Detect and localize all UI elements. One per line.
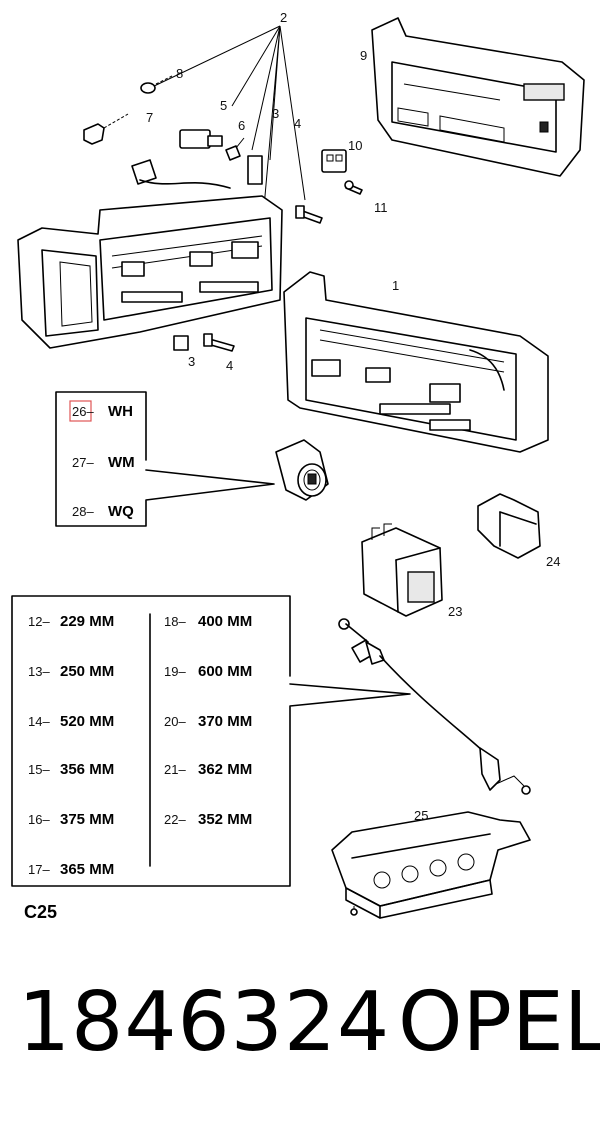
length-num: 17–	[28, 862, 50, 877]
length-value: 375 MM	[60, 811, 114, 828]
callout-3-top: 3	[272, 106, 279, 121]
callout-9: 9	[360, 48, 367, 63]
callout-1: 1	[392, 278, 399, 293]
connector-code: WH	[108, 403, 133, 420]
callout-11: 11	[374, 200, 388, 215]
callout-7: 7	[146, 110, 153, 125]
part-23-switch	[361, 523, 443, 617]
part-5-switch	[179, 129, 223, 149]
length-value: 520 MM	[60, 713, 114, 730]
heater-control-assembly-left	[17, 159, 283, 349]
length-value: 365 MM	[60, 861, 114, 878]
length-num: 20–	[164, 714, 186, 729]
part-4-screw-top	[295, 205, 323, 224]
highlight-box	[69, 400, 92, 422]
length-num: 15–	[28, 762, 50, 777]
part-7-clip	[83, 113, 129, 145]
callout-2: 2	[280, 10, 287, 25]
part-10-connector	[321, 149, 347, 173]
length-num: 18–	[164, 614, 186, 629]
length-value: 362 MM	[198, 761, 252, 778]
callout-5: 5	[220, 98, 227, 113]
cable-length-box	[11, 595, 411, 887]
part-25-blower-switch	[331, 811, 531, 919]
part-24-knob	[477, 493, 541, 559]
length-value: 229 MM	[60, 613, 114, 630]
part-11-screw	[344, 180, 363, 195]
length-num: 16–	[28, 812, 50, 827]
connector-num: 28–	[72, 504, 94, 519]
callout-8: 8	[176, 66, 183, 81]
connector-num: 26–	[72, 404, 94, 419]
callout-23: 23	[448, 604, 462, 619]
callout-4-top: 4	[294, 116, 301, 131]
connector-code-list: 26– WH 27– WM 28– WQ	[72, 403, 135, 520]
callout-2-leaders	[149, 25, 306, 231]
length-value: 370 MM	[198, 713, 252, 730]
part-8-cap	[140, 75, 173, 94]
connector-code: WQ	[108, 503, 134, 520]
length-value: 400 MM	[198, 613, 252, 630]
length-num: 19–	[164, 664, 186, 679]
callout-10: 10	[348, 138, 362, 153]
part-9-bezel	[371, 17, 585, 177]
part-number: 1846324	[18, 975, 391, 1070]
connector-num: 27–	[72, 455, 94, 470]
length-value: 352 MM	[198, 811, 252, 828]
length-value: 250 MM	[60, 663, 114, 680]
diagram-label: C25	[24, 902, 57, 922]
part-3-clip-bottom	[173, 335, 189, 351]
part-3-clip-top	[247, 155, 263, 185]
length-value: 356 MM	[60, 761, 114, 778]
callout-3-bottom: 3	[188, 354, 195, 369]
part-6-bulb	[225, 137, 245, 161]
control-cable	[338, 618, 531, 795]
connector-code-box	[55, 391, 275, 527]
callout-4-bottom: 4	[226, 358, 233, 373]
cable-length-list-right: 18– 400 MM 19– 600 MM 20– 370 MM 21– 362…	[164, 613, 252, 828]
length-num: 14–	[28, 714, 50, 729]
brand-name: OPEL	[398, 975, 600, 1070]
length-num: 21–	[164, 762, 186, 777]
connector-code: WM	[108, 454, 135, 471]
callout-6: 6	[238, 118, 245, 133]
callout-24: 24	[546, 554, 560, 569]
connector-part-26-28	[275, 439, 329, 501]
part-1-heater-control-unit	[283, 271, 549, 453]
part-4-screw-bottom	[203, 333, 235, 352]
callout-25: 25	[414, 808, 428, 823]
callout-labels: 2 8 5 7 6 3 4 9 10 11 1 3 4 24 23 25	[146, 10, 560, 823]
cable-length-list-left: 12– 229 MM 13– 250 MM 14– 520 MM 15– 356…	[28, 613, 114, 878]
length-num: 13–	[28, 664, 50, 679]
length-num: 12–	[28, 614, 50, 629]
length-value: 600 MM	[198, 663, 252, 680]
length-num: 22–	[164, 812, 186, 827]
